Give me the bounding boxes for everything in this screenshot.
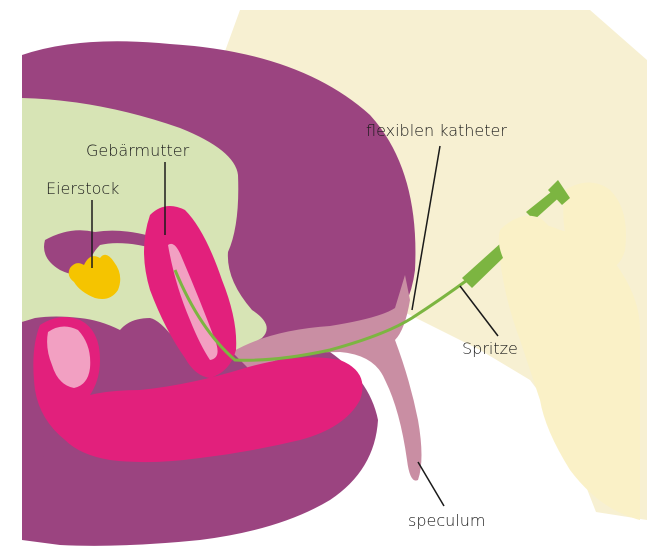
label-syringe: Spritze (462, 339, 518, 358)
label-speculum: speculum (408, 511, 485, 530)
label-uterus: Gebärmutter (86, 141, 190, 160)
speculum-leader (418, 462, 444, 506)
label-ovary: Eierstock (46, 179, 119, 198)
label-catheter: flexiblen katheter (366, 121, 507, 140)
